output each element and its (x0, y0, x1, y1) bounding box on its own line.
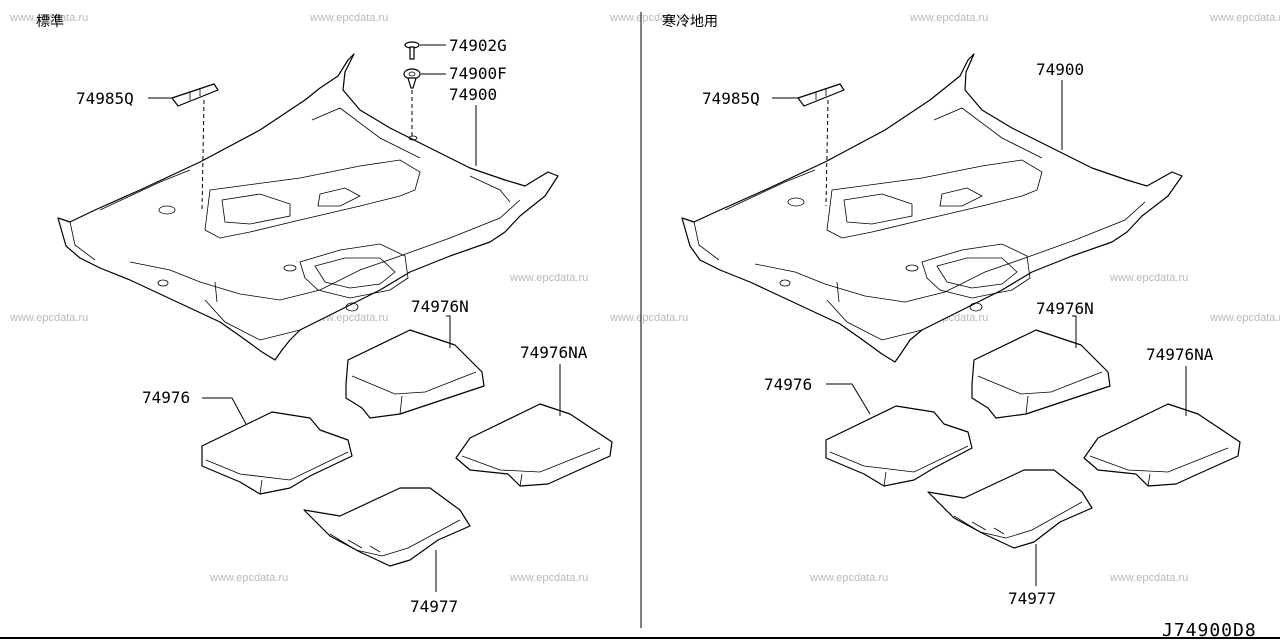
watermark: www.epcdata.ru (809, 572, 888, 584)
label-mat-rear: 74977 (410, 597, 458, 616)
label-bolt-g: 74902G (449, 36, 507, 55)
clip-74985q: 74985Q (76, 83, 219, 211)
diagram-code: J74900D8 (1162, 620, 1257, 640)
mat-74976: 74976 (764, 375, 973, 487)
label-bolt-f: 74900F (449, 64, 507, 83)
watermark: www.epcdata.ru (509, 572, 588, 584)
mat-74977: 74977 (927, 469, 1093, 608)
mat-74976n: 74976N (345, 297, 485, 419)
watermark: www.epcdata.ru (1209, 312, 1280, 324)
bolt-74902g: 74902G (404, 36, 507, 60)
label-mat-n: 74976N (411, 297, 469, 316)
watermark: www.epcdata.ru (9, 12, 88, 24)
label-clip: 74985Q (76, 89, 134, 108)
watermark: www.epcdata.ru (909, 12, 988, 24)
watermark: www.epcdata.ru (309, 12, 388, 24)
mat-74977: 74977 (303, 487, 471, 616)
floor-carpet-74900 (57, 53, 559, 361)
left-panel: 標準 74985Q (36, 14, 613, 616)
label-mat-na: 74976NA (1146, 345, 1214, 364)
panel-title-standard: 標準 (36, 14, 64, 30)
label-mat-rear: 74977 (1008, 589, 1056, 608)
label-carpet: 74900 (449, 85, 497, 104)
mat-74976n: 74976N (971, 299, 1111, 419)
label-clip: 74985Q (702, 89, 760, 108)
label-carpet: 74900 (1036, 60, 1084, 79)
right-panel: 寒冷地用 74985Q (662, 13, 1241, 608)
label-mat-front: 74976 (764, 375, 812, 394)
mat-74976na: 74976NA (455, 343, 613, 487)
label-mat-front: 74976 (142, 388, 190, 407)
watermark: www.epcdata.ru (9, 312, 88, 324)
mat-74976: 74976 (142, 388, 353, 495)
label-mat-n: 74976N (1036, 299, 1094, 318)
watermark: www.epcdata.ru (509, 272, 588, 284)
watermark: www.epcdata.ru (1209, 12, 1280, 24)
watermark: www.epcdata.ru (609, 312, 688, 324)
watermark: www.epcdata.ru (609, 12, 688, 24)
label-mat-na: 74976NA (520, 343, 588, 362)
watermark: www.epcdata.ru (1109, 272, 1188, 284)
mat-74976na: 74976NA (1083, 345, 1241, 487)
clip-74985q: 74985Q (702, 83, 845, 207)
floor-carpet-74900 (681, 53, 1183, 363)
panel-title-cold-climate: 寒冷地用 (662, 13, 718, 30)
clip-74900f: 74900F (403, 64, 507, 136)
watermark: www.epcdata.ru (1109, 572, 1188, 584)
watermark: www.epcdata.ru (209, 572, 288, 584)
